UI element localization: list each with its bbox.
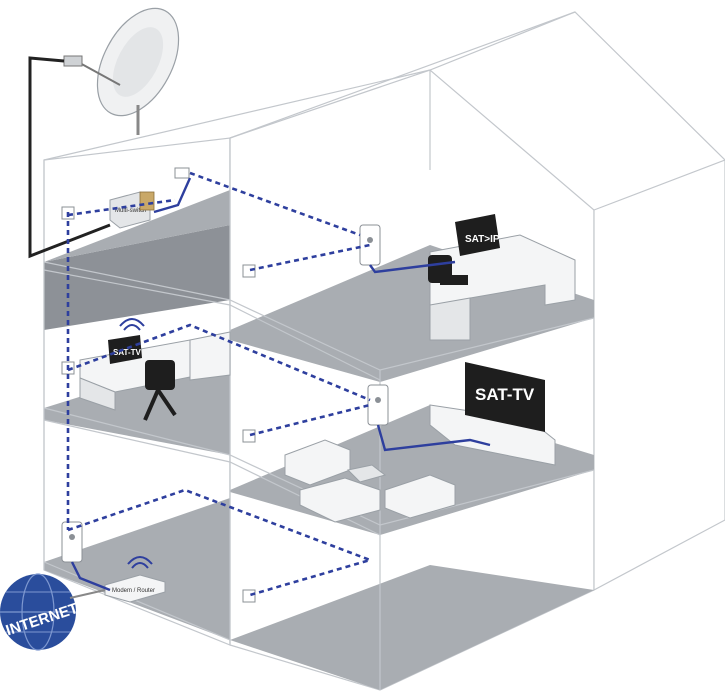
ground-floor-right (230, 565, 594, 690)
multiswitch: Multi-switch (109, 191, 155, 229)
sat-ip-monitor: SAT>IP (455, 214, 500, 256)
powerline-connections (66, 171, 375, 597)
powerline-adapter-icon (367, 384, 389, 426)
office-chair (143, 360, 177, 421)
globe-icon: INTERNET (0, 573, 80, 651)
attic-floor-left-top (44, 190, 230, 262)
house-right-wall (593, 159, 725, 592)
wall-socket-icon (242, 264, 256, 278)
wall-socket-icon (242, 429, 256, 443)
sofa-set (284, 439, 456, 523)
modem-router: Modem / Router (104, 574, 166, 603)
attic-desk (429, 234, 576, 341)
ground-floor-left (44, 498, 230, 640)
svg-text:Modem / Router: Modem / Router (112, 588, 155, 594)
wall-socket-icon (242, 589, 256, 603)
satellite-dish-icon (63, 7, 180, 135)
svg-text:SAT-TV: SAT-TV (475, 385, 535, 404)
attic-floor-left (44, 225, 230, 330)
sat-tablet: SAT-TV (108, 335, 142, 364)
svg-text:SAT>IP: SAT>IP (465, 234, 500, 245)
wifi-icon (119, 318, 145, 331)
wall-socket-icon (174, 167, 190, 179)
svg-text:Multi-switch: Multi-switch (115, 208, 146, 214)
sat-tv-screen: SAT-TV (465, 362, 545, 432)
wifi-icon (127, 556, 153, 569)
bed (189, 331, 231, 381)
svg-text:SAT-TV: SAT-TV (113, 348, 142, 357)
powerline-adapter-icon (359, 224, 381, 266)
